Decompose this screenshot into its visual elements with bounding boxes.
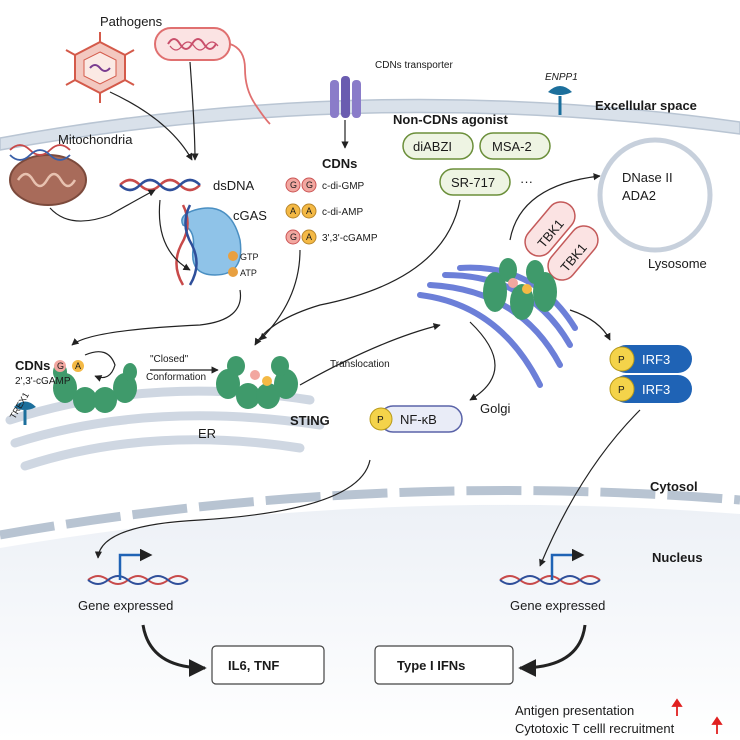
cdn-a2: A	[306, 206, 312, 216]
label-enpp1: ENPP1	[545, 72, 578, 83]
cdn-a1: A	[290, 206, 296, 216]
label-sting: STING	[290, 413, 330, 428]
sting-er-left	[53, 363, 137, 413]
label-golgi: Golgi	[480, 401, 510, 416]
msa2-pill	[479, 132, 551, 160]
ifn-box	[374, 645, 514, 685]
label-antigen: Antigen presentation	[515, 703, 634, 718]
label-gtp: GTP	[240, 252, 259, 262]
label-cdns-transporter: CDNs transporter	[375, 60, 453, 71]
label-ada2: ADA2	[622, 188, 656, 203]
cdn-legend	[285, 177, 317, 245]
label-non-cdns: Non-CDNs agonist	[393, 112, 509, 127]
label-gene-left: Gene expressed	[78, 598, 173, 613]
label-lysosome: Lysosome	[648, 256, 707, 271]
gene-right-helix	[499, 548, 601, 585]
label-cdns-top: CDNs	[322, 156, 357, 171]
nucleus-area	[0, 504, 740, 740]
label-atp: ATP	[240, 268, 257, 278]
label-nfkb: NF-κB	[400, 412, 437, 427]
label-pathogens: Pathogens	[100, 14, 163, 29]
label-irf3-a: IRF3	[642, 352, 670, 367]
label-cytotoxic: Cytotoxic T celll recruitment	[515, 721, 675, 736]
label-p-irf3-a: P	[618, 355, 625, 366]
cdn-g2: G	[306, 180, 313, 190]
label-c-di-amp: c-di-AMP	[322, 207, 363, 218]
label-mitochondria: Mitochondria	[58, 132, 133, 147]
nfkb-phospho	[369, 407, 393, 431]
lysosome-icon	[597, 137, 713, 253]
cdn-g3: G	[290, 232, 297, 242]
label-msa2: MSA-2	[492, 139, 532, 154]
tbk1-block-a	[524, 201, 576, 257]
pathway-arrows	[49, 61, 641, 677]
label-p-nfkb: P	[377, 415, 384, 426]
label-il6: IL6, TNF	[228, 658, 279, 673]
label-irf3-b: IRF3	[642, 382, 670, 397]
cgamp-g: G	[57, 361, 64, 371]
label-nucleus: Nucleus	[652, 550, 703, 565]
label-dsdna: dsDNA	[213, 178, 255, 193]
label-gene-right: Gene expressed	[510, 598, 605, 613]
label-cgamp-23: 2',3'-cGAMP	[15, 376, 71, 387]
label-c-di-gmp: c-di-GMP	[322, 181, 365, 192]
irf3-b-phospho	[609, 376, 635, 402]
diabzi-pill	[402, 132, 474, 160]
increase-arrows	[671, 698, 723, 734]
enpp1-icon	[548, 86, 572, 115]
label-closed-2: Conformation	[146, 372, 206, 383]
sting-er-right	[216, 356, 298, 409]
label-cgamp-33: 3',3'-cGAMP	[322, 233, 378, 244]
bacterium-icon	[154, 27, 271, 125]
tbk1-block-b	[547, 225, 599, 281]
cdn-a3: A	[306, 232, 312, 242]
label-er: ER	[198, 426, 216, 441]
irf3-a-phospho	[609, 346, 635, 372]
label-cytosol: Cytosol	[650, 479, 698, 494]
label-closed-1: "Closed"	[150, 354, 189, 365]
mitochondria-icon	[9, 144, 87, 206]
label-dnase: DNase II	[622, 170, 673, 185]
dsdna-helix	[119, 178, 201, 192]
il6-box	[211, 645, 325, 685]
label-translocation: Translocation	[330, 359, 390, 370]
label-ellipsis: ···	[520, 174, 533, 189]
label-ifn: Type I IFNs	[397, 658, 465, 673]
sr717-pill	[439, 168, 511, 196]
label-diabzi: diABZI	[413, 139, 452, 154]
cgas-enzyme	[175, 204, 242, 286]
cgamp-a: A	[75, 361, 81, 371]
label-p-irf3-b: P	[618, 385, 625, 396]
cdn-g1: G	[290, 180, 297, 190]
label-sr717: SR-717	[451, 175, 495, 190]
gene-left-helix	[87, 548, 189, 585]
plasma-membrane	[0, 98, 740, 151]
virus-icon	[65, 32, 135, 103]
label-cgas: cGAS	[233, 208, 267, 223]
label-extracellular: Excellular space	[595, 98, 697, 113]
nuclear-envelope	[0, 486, 740, 540]
label-cdns-left: CDNs	[15, 358, 50, 373]
cdns-transporter-icon	[330, 76, 361, 118]
trex1-icon	[14, 401, 36, 425]
